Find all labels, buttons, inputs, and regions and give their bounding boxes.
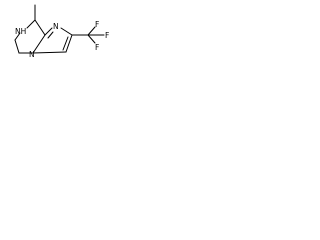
atom-label-f-top: F — [95, 20, 99, 29]
bond-cf3-f-top — [87, 26, 96, 36]
bond-c8-nh — [26, 19, 36, 29]
atom-label-n1: N — [53, 22, 59, 31]
bond-c3-n4 — [32, 51, 67, 54]
atom-label-f-right: F — [105, 31, 109, 40]
atom-label-f-bottom: F — [95, 43, 99, 52]
bond-c6-c5 — [14, 39, 20, 54]
bond-n4-c8a — [32, 34, 46, 54]
atom-label-n4: N — [29, 50, 35, 59]
bond-n1-c2 — [60, 27, 73, 36]
bond-c2-c3-double — [62, 36, 69, 51]
bond-c2-c3 — [65, 34, 73, 53]
bond-nh-c6 — [14, 32, 21, 41]
bond-c8a-n1 — [44, 27, 53, 36]
chemical-structure-diagram: NH N N F F F — [14, 4, 109, 59]
bond-c8a-c8 — [34, 19, 46, 36]
bond-c8a-n1-double — [47, 31, 54, 39]
atom-label-nh: NH — [15, 27, 26, 36]
bond-cf3-f-bottom — [87, 34, 96, 44]
